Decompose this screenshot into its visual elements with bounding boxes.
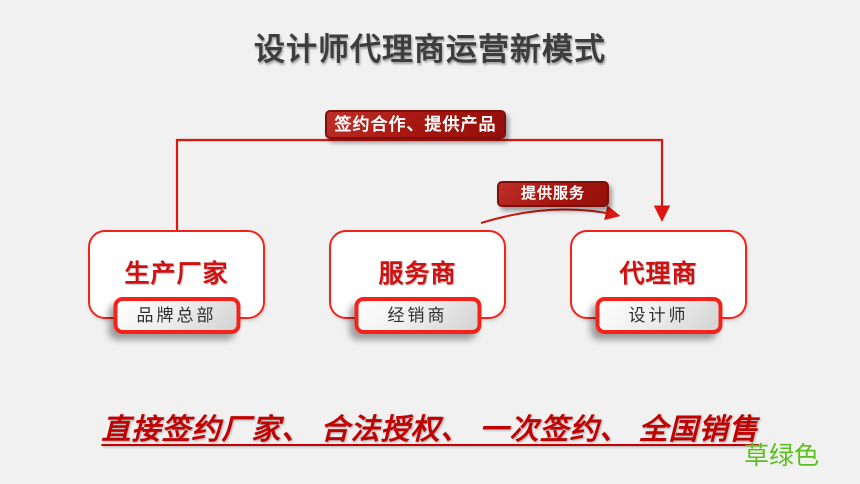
sign-cooperation-label: 签约合作、提供产品 xyxy=(325,110,506,139)
node-agent: 代理商 设计师 xyxy=(570,230,747,334)
node-service-provider: 服务商 经销商 xyxy=(329,230,506,334)
service-curved-arrow xyxy=(480,205,621,224)
node-service-provider-title: 服务商 xyxy=(378,260,457,288)
node-service-provider-tag: 经销商 xyxy=(354,297,481,334)
provide-service-label: 提供服务 xyxy=(497,181,609,207)
node-manufacturer: 生产厂家 品牌总部 xyxy=(88,230,265,334)
sign-connector-line xyxy=(175,138,671,230)
slide-title: 设计师代理商运营新模式 xyxy=(254,32,606,67)
grass-green-color-note: 草绿色 xyxy=(744,442,820,470)
node-manufacturer-tag: 品牌总部 xyxy=(113,297,240,334)
node-agent-tag: 设计师 xyxy=(595,297,722,334)
node-manufacturer-title: 生产厂家 xyxy=(124,260,229,288)
node-agent-title: 代理商 xyxy=(619,260,698,288)
bottom-tagline: 直接签约厂家、 合法授权、 一次签约、 全国销售 xyxy=(101,414,759,446)
